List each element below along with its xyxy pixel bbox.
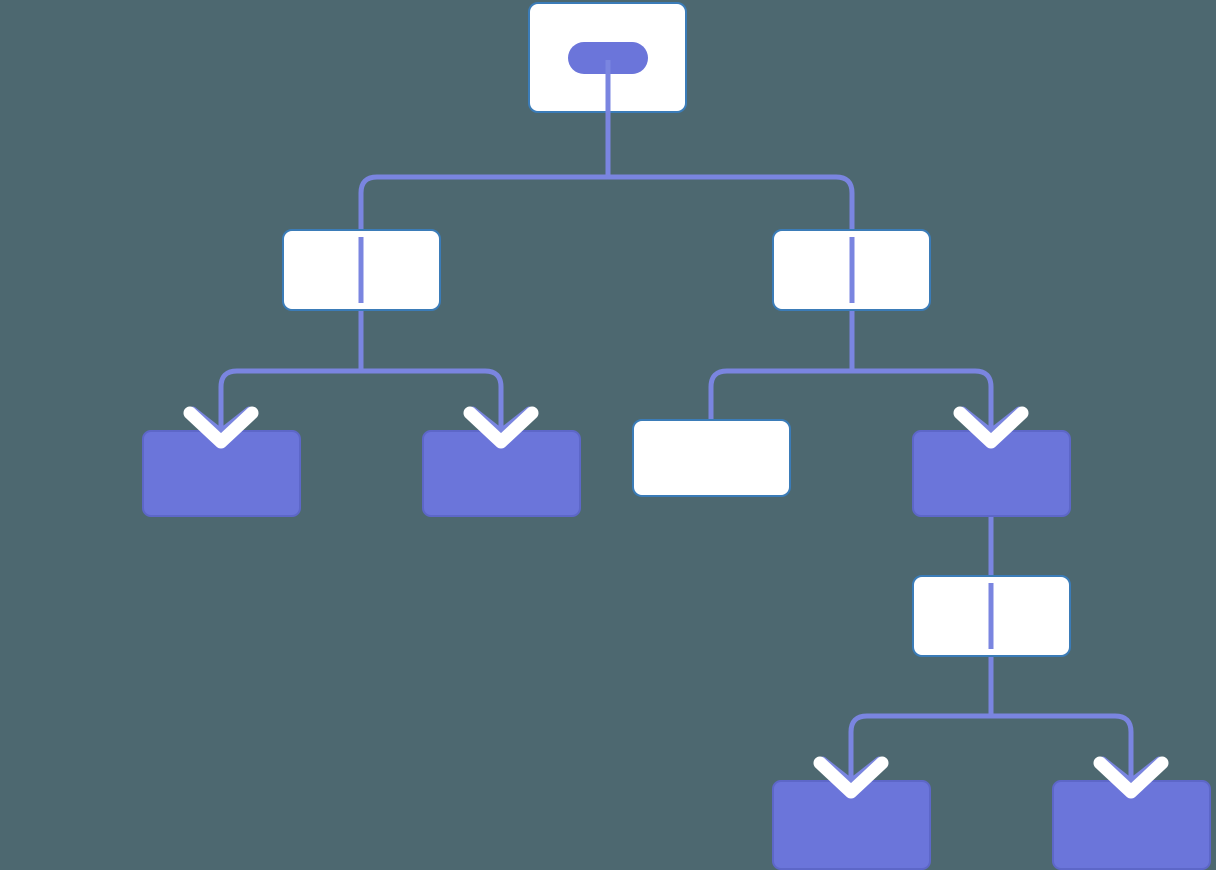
edge-level2right-to-node-c[interactable] — [708, 311, 855, 419]
level5-left-node[interactable] — [772, 780, 931, 870]
level2-right-node[interactable] — [772, 229, 931, 311]
root-node-pill-badge — [568, 42, 648, 74]
edge-level4-to-level5-right[interactable] — [988, 657, 1134, 780]
edge-level4-to-level5-left[interactable] — [848, 657, 994, 780]
level4-node[interactable] — [912, 575, 1071, 657]
level3-node-a[interactable] — [142, 430, 301, 517]
level3-node-b[interactable] — [422, 430, 581, 517]
edge-level2left-to-node-a[interactable] — [218, 311, 364, 430]
edge-level2right-to-node-d[interactable] — [849, 311, 994, 430]
level3-node-c[interactable] — [632, 419, 791, 497]
level5-right-node[interactable] — [1052, 780, 1211, 870]
edge-root-to-level2-right[interactable] — [605, 113, 855, 229]
level2-left-node[interactable] — [282, 229, 441, 311]
edge-level2left-to-node-b[interactable] — [358, 311, 504, 430]
level3-node-d[interactable] — [912, 430, 1071, 517]
